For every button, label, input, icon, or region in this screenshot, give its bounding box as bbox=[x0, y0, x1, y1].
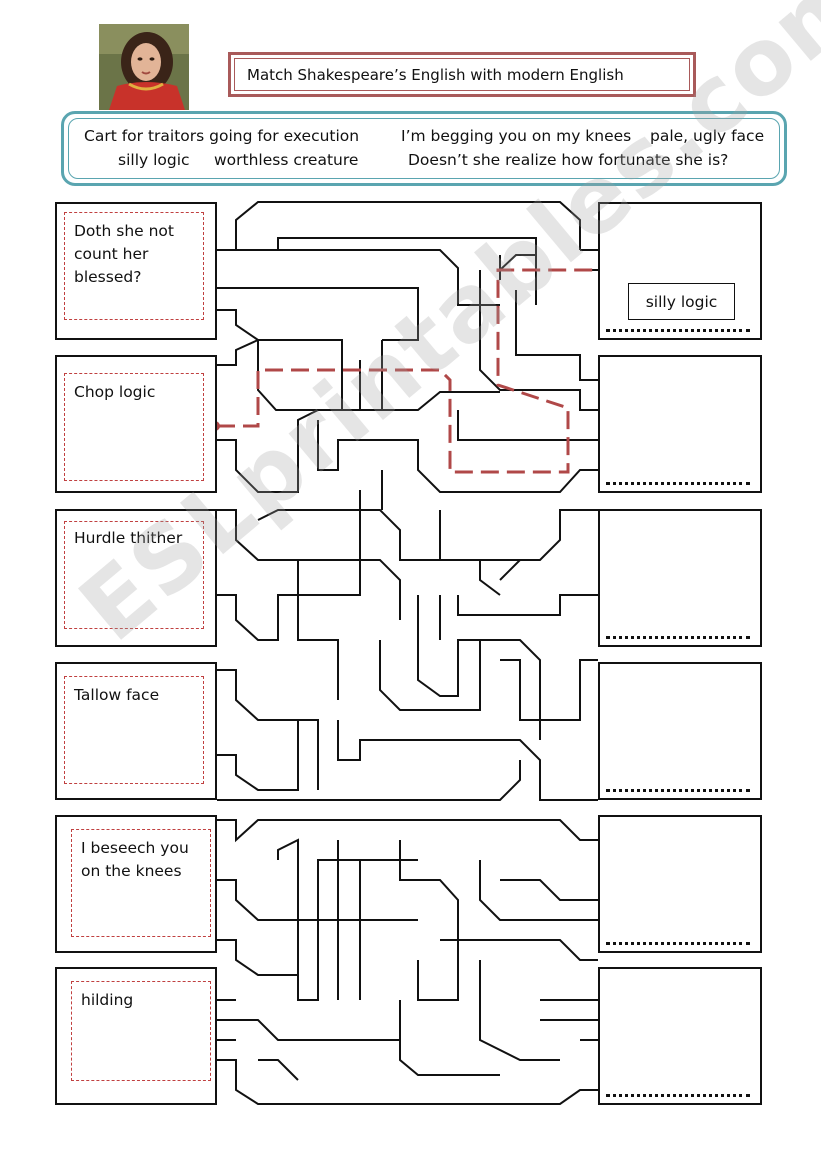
word-bank bbox=[61, 111, 787, 186]
word-bank-item: pale, ugly face bbox=[650, 127, 765, 145]
answer-line[interactable] bbox=[606, 785, 750, 792]
phrase-box: Hurdle thither bbox=[55, 509, 217, 647]
phrase-text: hilding bbox=[81, 991, 134, 1009]
maze-wall bbox=[359, 340, 383, 410]
maze-wall bbox=[500, 879, 598, 901]
maze-wall bbox=[217, 939, 400, 1041]
worksheet-title: Match Shakespeare’s English with modern … bbox=[234, 58, 690, 91]
answer-line[interactable] bbox=[606, 325, 750, 332]
maze-wall bbox=[500, 659, 598, 721]
maze-wall bbox=[479, 270, 598, 411]
maze-wall bbox=[257, 340, 500, 411]
answer-line[interactable] bbox=[606, 1090, 750, 1097]
maze-wall bbox=[580, 249, 598, 271]
maze-wall bbox=[479, 860, 598, 921]
maze-wall bbox=[217, 287, 419, 341]
portrait-photo bbox=[99, 24, 189, 110]
maze-wall bbox=[217, 490, 361, 641]
maze-wall bbox=[399, 840, 459, 1001]
maze-wall bbox=[217, 879, 418, 921]
maze-wall bbox=[337, 720, 598, 801]
answer-box bbox=[598, 509, 762, 647]
maze-wall bbox=[235, 201, 581, 250]
maze-wall bbox=[217, 1039, 598, 1081]
maze-wall bbox=[217, 409, 319, 493]
title-box: Match Shakespeare’s English with modern … bbox=[228, 52, 696, 97]
maze-wall bbox=[217, 339, 259, 366]
word-bank-item: Cart for traitors going for execution bbox=[84, 127, 360, 145]
phrase-box-inner bbox=[64, 676, 204, 784]
maze-wall bbox=[417, 595, 541, 740]
maze-wall bbox=[217, 720, 299, 791]
answer-box bbox=[598, 815, 762, 953]
word-bank-item: I’m begging you on my knees bbox=[401, 127, 632, 145]
phrase-box: Chop logic bbox=[55, 355, 217, 493]
answer-box bbox=[598, 967, 762, 1105]
phrase-box: Tallow face bbox=[55, 662, 217, 800]
maze-wall bbox=[379, 595, 481, 711]
answer-line[interactable] bbox=[606, 478, 750, 485]
answer-box bbox=[598, 355, 762, 493]
phrase-box-inner bbox=[64, 521, 204, 629]
maze-wall bbox=[479, 559, 521, 596]
phrase-box-inner bbox=[71, 981, 211, 1081]
word-bank-item: Doesn’t she realize how fortunate she is… bbox=[408, 151, 729, 169]
maze-wall bbox=[457, 410, 598, 441]
maze-wall bbox=[277, 838, 418, 1001]
phrase-text: Doth she not count her blessed? bbox=[74, 222, 174, 286]
phrase-box-inner bbox=[64, 212, 204, 320]
word-bank-item: silly logic bbox=[118, 151, 190, 169]
maze-wall bbox=[317, 420, 598, 493]
maze-wall bbox=[278, 559, 401, 620]
phrase-box-inner bbox=[64, 373, 204, 481]
phrase-text: I beseech you on the knees bbox=[81, 839, 189, 880]
word-bank-item: worthless creature bbox=[214, 151, 359, 169]
maze-wall bbox=[217, 249, 500, 306]
phrase-box-inner bbox=[71, 829, 211, 937]
maze-wall bbox=[457, 594, 598, 616]
phrase-text: Hurdle thither bbox=[74, 529, 183, 547]
phrase-text: Tallow face bbox=[74, 686, 160, 704]
maze-wall bbox=[440, 939, 598, 1061]
answer-line[interactable] bbox=[606, 938, 750, 945]
maze-wall bbox=[381, 470, 441, 560]
answer-line[interactable] bbox=[606, 632, 750, 639]
maze-wall bbox=[217, 309, 343, 410]
phrase-box: Doth she not count her blessed? bbox=[55, 202, 217, 340]
example-answer: silly logic bbox=[628, 283, 735, 320]
phrase-box: hilding bbox=[55, 967, 217, 1105]
maze-wall bbox=[399, 999, 598, 1076]
example-path bbox=[217, 268, 622, 474]
phrase-text: Chop logic bbox=[74, 383, 156, 401]
answer-box bbox=[598, 662, 762, 800]
phrase-box: I beseech you on the knees bbox=[55, 815, 217, 953]
maze-wall bbox=[217, 760, 521, 801]
maze-wall bbox=[257, 509, 598, 561]
maze-wall bbox=[217, 999, 598, 1105]
word-bank-inner-border bbox=[68, 118, 780, 179]
maze-wall bbox=[217, 819, 598, 843]
maze-wall bbox=[499, 254, 598, 381]
maze-wall bbox=[217, 669, 319, 790]
